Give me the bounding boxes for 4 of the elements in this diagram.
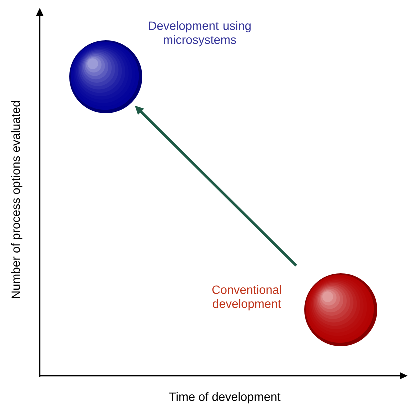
sphere-label: Conventional development — [212, 285, 282, 311]
axis-label: Number of process options evaluated — [11, 101, 23, 298]
axis-label: Time of development — [169, 392, 281, 404]
sphere-label: Development using microsystems — [149, 21, 251, 47]
